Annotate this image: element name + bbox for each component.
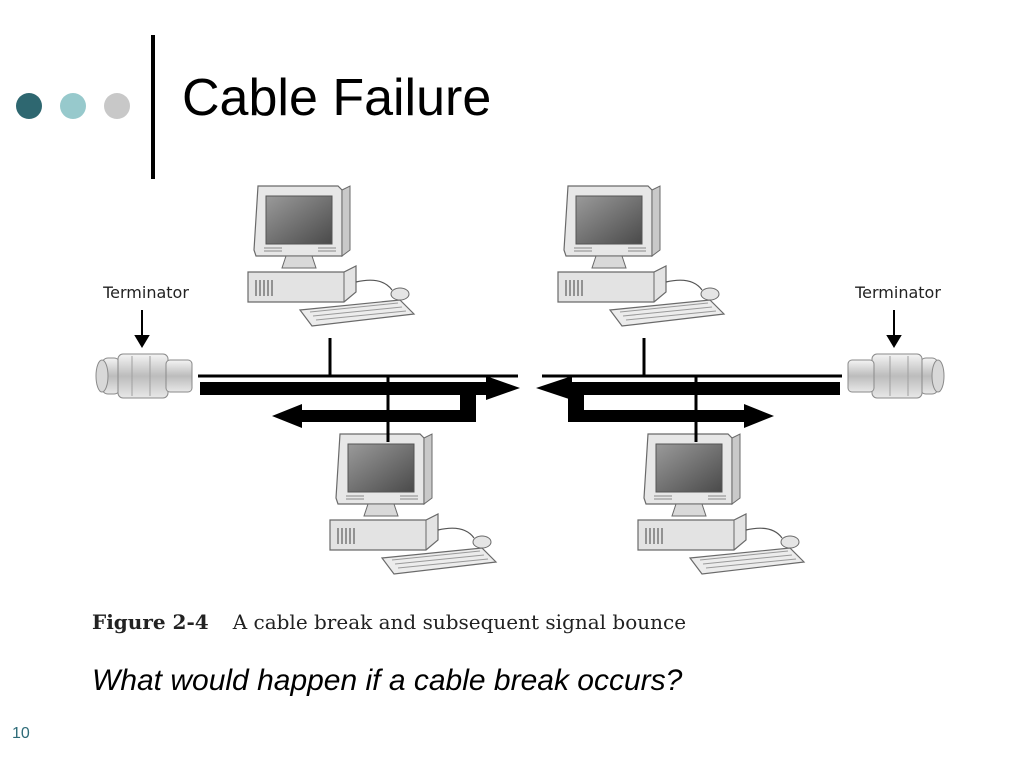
computer-bottom-left — [329, 433, 497, 575]
terminator-right — [847, 353, 945, 399]
computer-top-right — [557, 185, 725, 327]
title-divider — [151, 35, 155, 179]
dot-gray — [104, 93, 130, 119]
signal-bounce-right — [536, 376, 840, 428]
dot-light — [60, 93, 86, 119]
network-diagram: Terminator Terminator — [95, 185, 945, 575]
decorative-dots — [16, 93, 134, 121]
question-text: What would happen if a cable break occur… — [92, 664, 683, 697]
terminator-right-label: Terminator — [854, 283, 941, 302]
figure-caption-text: A cable break and subsequent signal boun… — [232, 610, 687, 634]
terminator-left — [95, 353, 193, 399]
page-number: 10 — [12, 725, 30, 742]
computer-bottom-right — [637, 433, 805, 575]
computer-top-left — [247, 185, 415, 327]
dot-dark — [16, 93, 42, 119]
figure-number: Figure 2-4 — [92, 610, 209, 634]
slide-title: Cable Failure — [182, 69, 492, 127]
terminator-left-label: Terminator — [102, 283, 189, 302]
signal-bounce-left — [200, 376, 520, 428]
figure-caption: Figure 2-4 A cable break and subsequent s… — [92, 610, 686, 634]
